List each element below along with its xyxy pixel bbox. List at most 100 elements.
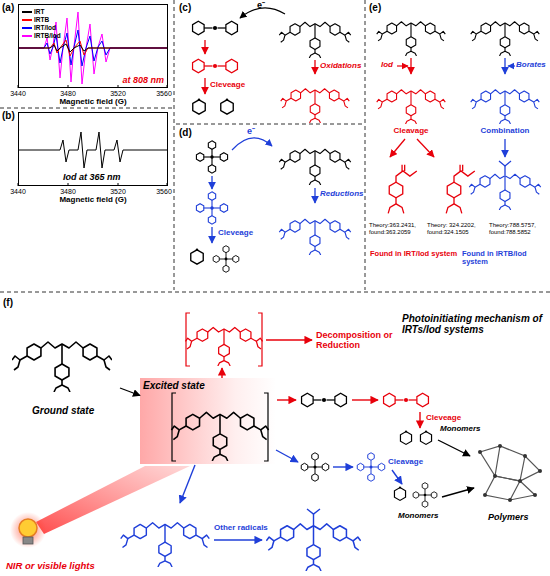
mechanism-scheme-f [10, 512, 46, 548]
epr-spectrum [19, 12, 167, 84]
panel-divider [0, 292, 550, 293]
axis-tick [68, 85, 69, 88]
axis-tick [167, 85, 168, 88]
mechanism-scheme-f [483, 493, 487, 497]
annotation-label: Reductions [320, 190, 364, 199]
reaction-scheme-d [191, 138, 351, 272]
reaction-scheme-d [279, 219, 350, 255]
annotation-label: Decomposition or Reduction [316, 330, 396, 350]
reaction-scheme-c [204, 78, 205, 94]
reaction-scheme-e [446, 165, 475, 214]
legend-text: IRTB [34, 16, 49, 23]
epr-spectrum [19, 40, 167, 56]
mechanism-scheme-f [307, 509, 320, 514]
legend-text: IRT/Iod [34, 24, 56, 31]
axis-tick [118, 85, 119, 88]
reaction-scheme-e [499, 161, 511, 166]
mechanism-scheme-f [276, 450, 298, 462]
annotation-label: (b) [2, 110, 15, 121]
legend-swatch [22, 11, 32, 13]
annotation-label: e⁻ [247, 126, 255, 136]
mechanism-scheme-f [172, 393, 268, 461]
annotation-label: 3520 [110, 188, 126, 196]
epr-spectrum [19, 12, 167, 168]
annotation-label: Cleveage [426, 414, 461, 423]
mechanism-scheme-f [185, 327, 262, 366]
annotation-label: 3480 [60, 188, 76, 196]
reaction-scheme-c [281, 89, 350, 123]
axis-tick [167, 183, 168, 186]
annotation-label: Other radicals [214, 524, 268, 533]
mechanism-scheme-f [258, 313, 262, 366]
panel-divider [0, 0, 550, 292]
annotation-label: 3560 [156, 188, 172, 196]
annotation-label: (a) [2, 2, 14, 13]
mechanism-scheme-f [538, 469, 542, 473]
reaction-scheme-e [390, 139, 405, 157]
mechanism-scheme-f [10, 313, 542, 571]
mechanism-scheme-f [480, 452, 495, 476]
mechanism-scheme-f [392, 470, 402, 484]
axis-tick [68, 183, 69, 186]
reaction-scheme-d [211, 227, 212, 243]
annotation-label: Monomers [440, 425, 480, 434]
reaction-scheme-e [469, 174, 540, 210]
reaction-scheme-e [471, 22, 540, 56]
annotation-label: Cleavage [393, 127, 428, 136]
annotation-label: Theory:363.2431, found:363.2059 [369, 222, 425, 235]
annotation-label: 3560 [156, 90, 172, 98]
axis-tick [18, 85, 167, 186]
mechanism-scheme-f [413, 483, 437, 508]
reaction-scheme-e [504, 58, 505, 74]
node-text: Iod at 365 nm [63, 172, 121, 182]
mechanism-scheme-f [357, 453, 384, 482]
mechanism-scheme-f [493, 474, 497, 478]
mechanism-scheme-f [533, 493, 537, 497]
legend-text: IRTB/Iod [34, 32, 61, 39]
reaction-arrow [120, 388, 140, 396]
mechanism-scheme-f [186, 313, 190, 366]
annotation-label: 3520 [110, 90, 126, 98]
reaction-scheme-e [388, 165, 417, 214]
mechanism-scheme-f [352, 399, 378, 400]
legend-swatch [22, 19, 32, 21]
annotation-label: (c) [179, 2, 191, 13]
molecule-state: Ground state [8, 318, 120, 416]
reaction-scheme-c [240, 8, 285, 18]
mechanism-scheme-f [478, 450, 482, 454]
mechanism-scheme-f [520, 456, 535, 495]
mechanism-scheme-f [419, 412, 420, 428]
reaction-scheme-d [213, 246, 239, 273]
axis-tick [118, 183, 119, 186]
mechanism-scheme-f [36, 466, 190, 534]
annotation-label: (d) [179, 127, 192, 138]
annotation-label: Found in IRT/Iod system [370, 250, 460, 258]
reaction-scheme-c [221, 99, 233, 115]
annotation-label: Photoinitiating mechanism of IRTs/Iod sy… [402, 313, 548, 335]
legend-swatch [22, 27, 32, 29]
reaction-scheme-e [377, 22, 541, 214]
epr-plot-frame: Iod at 365 nm [18, 112, 168, 186]
annotation-label: Oxidations [320, 62, 361, 71]
mechanism-scheme-f [23, 537, 33, 544]
mechanism-scheme-f [171, 412, 268, 461]
mechanism-scheme-f [301, 453, 328, 482]
reaction-scheme-c [193, 8, 351, 123]
epr-spectrum [19, 30, 167, 66]
annotation-label: Found in IRTB/Iod system [462, 250, 548, 267]
mechanism-scheme-f [480, 446, 540, 500]
annotation-label: Combination [481, 127, 530, 136]
panel-divider [0, 108, 172, 109]
annotation-label: Iod [381, 61, 393, 70]
reaction-scheme-d [279, 149, 350, 185]
reaction-scheme-e [397, 65, 408, 66]
mechanism-scheme-f [221, 368, 222, 378]
epr-plot-frame: at 808 nm [18, 4, 168, 88]
annotation-label: 3440 [10, 188, 26, 196]
mechanism-scheme-f [394, 486, 405, 500]
reaction-scheme-d [196, 192, 227, 224]
epr-spectrum [19, 44, 167, 52]
mechanism-scheme-f [438, 440, 470, 456]
